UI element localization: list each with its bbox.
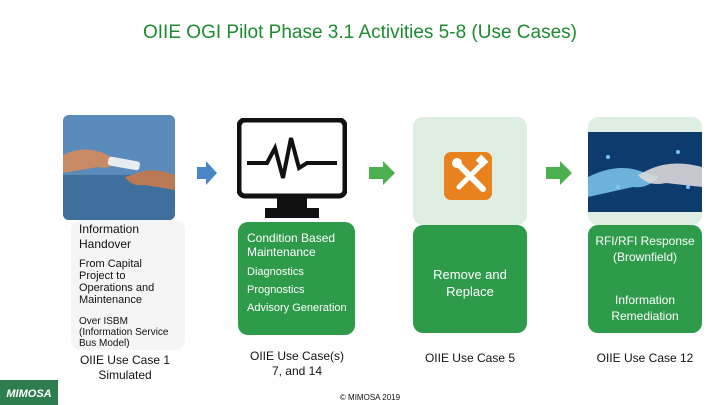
stage-heading: Information Remediation — [611, 293, 679, 323]
remove-and-replace-card — [413, 225, 527, 333]
arrow-right-icon — [546, 161, 572, 185]
svg-text:MIMOSA: MIMOSA — [6, 388, 51, 400]
information-remediation-card — [588, 225, 702, 333]
use-case-label: OIIE Use Case 1 — [79, 353, 171, 367]
stage-detail: Over ISBM (Information Service Bus Model… — [79, 316, 169, 349]
stage-heading: RFI/RFI Response (Brownfield) — [595, 234, 695, 264]
stage-heading: Remove and Replace — [433, 267, 507, 299]
condition-based-maintenance-card — [238, 222, 355, 335]
use-case-label: OIIE Use Case 12 — [596, 351, 694, 365]
use-case-label: OIIE Use Case 5 — [424, 351, 516, 365]
stage-heading: Condition Based Maintenance — [247, 231, 336, 259]
stage-item: Advisory Generation — [247, 302, 347, 314]
stage-heading: Handover — [79, 237, 132, 251]
use-case-label: Simulated — [98, 368, 152, 382]
monitor-icon — [236, 117, 348, 221]
use-case-label: OIIE Use Case(s) — [249, 349, 345, 363]
stage-item: Diagnostics — [247, 266, 304, 278]
handshake-image — [588, 117, 702, 225]
stage-item: Prognostics — [247, 284, 305, 296]
stage-detail: From Capital Project to Operations and M… — [79, 258, 155, 306]
stage-heading: Information — [79, 222, 140, 236]
information-handover-card — [71, 220, 185, 350]
handover-image — [63, 115, 175, 220]
tools-icon — [413, 117, 527, 225]
use-case-label: 7, and 14 — [271, 364, 323, 378]
page-title: OIIE OGI Pilot Phase 3.1 Activities 5-8 … — [143, 22, 577, 43]
arrow-right-icon — [369, 161, 395, 185]
arrow-right-icon — [197, 161, 217, 185]
copyright-text: © MIMOSA 2019 — [339, 393, 401, 402]
mimosa-logo: MIMOSA — [0, 380, 58, 405]
